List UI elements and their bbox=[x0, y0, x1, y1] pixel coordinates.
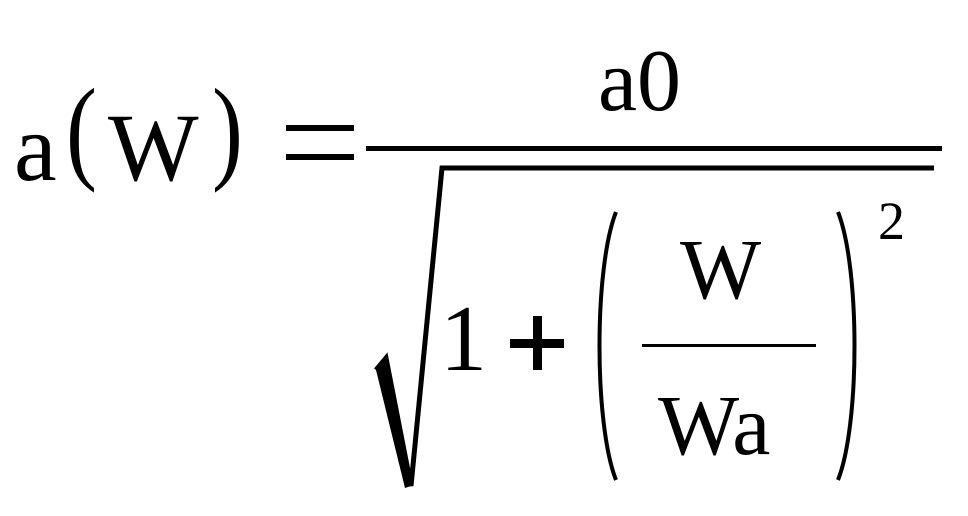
numerator: a0 bbox=[598, 33, 682, 130]
square-root-icon bbox=[374, 165, 934, 488]
radicand-one: 1 bbox=[440, 287, 487, 391]
exponent: 2 bbox=[878, 191, 905, 251]
equals-sign-top-bar bbox=[286, 125, 354, 131]
lhs-close-paren: ) bbox=[212, 66, 243, 194]
inner-close-paren bbox=[836, 211, 857, 481]
main-fraction-bar bbox=[366, 146, 942, 151]
inner-numerator: W bbox=[680, 221, 762, 317]
plus-sign-vertical bbox=[533, 316, 542, 370]
lhs-variable: W bbox=[108, 94, 199, 201]
inner-denominator: Wa bbox=[658, 377, 771, 473]
lhs-open-paren: ( bbox=[66, 66, 97, 194]
inner-fraction-bar bbox=[642, 344, 816, 347]
inner-open-paren bbox=[597, 211, 618, 481]
lhs-function-symbol: a bbox=[14, 94, 57, 201]
equals-sign-bottom-bar bbox=[286, 154, 354, 160]
